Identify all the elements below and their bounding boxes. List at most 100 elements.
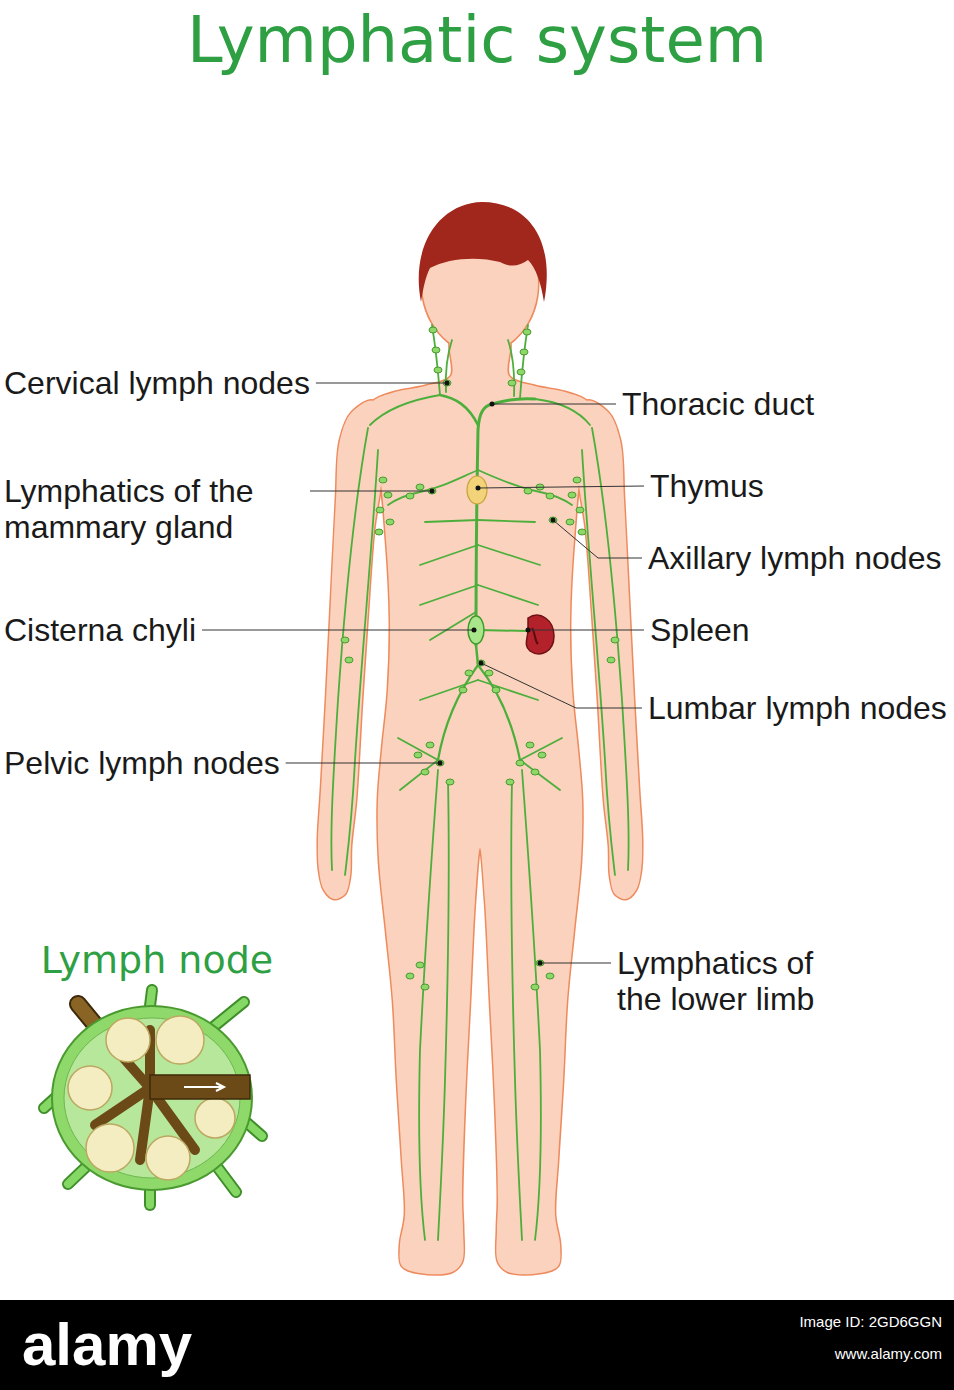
part-label: Lymphatics of the mammary gland — [4, 473, 304, 545]
lymph-node-dots — [611, 637, 619, 643]
leader-dot — [551, 518, 556, 523]
lymph-node-dots — [578, 529, 586, 535]
lymph-vessels — [520, 325, 528, 398]
lymph-vessels — [476, 399, 535, 645]
lymphoid-follicle — [156, 1016, 204, 1064]
lymph-vessels — [432, 325, 440, 395]
leader-dot — [538, 961, 543, 966]
flow-arrow — [184, 1083, 224, 1091]
image-id: Image ID: 2GD6GGN — [799, 1312, 942, 1332]
lymph-vessels — [420, 585, 478, 605]
lymph-node-dots — [386, 519, 394, 525]
lymph-node-dots — [566, 519, 574, 525]
lymph-node-dots — [341, 327, 619, 990]
lymph-vessels — [438, 665, 478, 760]
lymph-vessels — [419, 770, 438, 1240]
node-capsule — [52, 1006, 252, 1190]
part-label: Cervical lymph nodes — [4, 365, 310, 401]
leader-line — [310, 491, 432, 492]
part-label: Spleen — [650, 612, 750, 648]
leader-line — [553, 520, 642, 558]
lymphoid-follicle — [195, 1098, 235, 1138]
lymph-vessels — [511, 780, 522, 1240]
afferent-vessel — [212, 1002, 244, 1028]
lymph-node-dots — [568, 492, 576, 498]
lymph-node-dots — [508, 380, 516, 386]
body-fill — [318, 400, 382, 899]
leader-dot — [479, 661, 484, 666]
hair — [419, 202, 547, 302]
lymph-vessels — [478, 665, 520, 760]
lymph-node-dots — [531, 984, 539, 990]
lymph-node-dots — [465, 670, 473, 676]
lymph-node-dots — [376, 507, 384, 513]
lymph-node-dots — [576, 507, 584, 513]
site-url: www.alamy.com — [835, 1344, 942, 1364]
lymph-node-dots — [375, 529, 383, 535]
leader-dot — [445, 381, 450, 386]
lymph-vessels — [478, 680, 538, 700]
spleen — [526, 615, 554, 654]
leader-line — [481, 663, 642, 708]
afferent-vessel — [212, 1002, 244, 1028]
thymus — [467, 476, 487, 504]
afferent-vessel — [68, 1165, 88, 1184]
lymphoid-follicle — [86, 1124, 134, 1172]
part-label: Lumbar lymph nodes — [648, 690, 947, 726]
lymph-node-dots — [531, 769, 539, 775]
lymph-node-dots — [607, 657, 615, 663]
lymph-node-dots — [517, 369, 525, 375]
lymph-vessels — [420, 680, 478, 700]
lymph-node-dots — [384, 492, 392, 498]
leader-line — [202, 630, 474, 631]
lymph-vessels — [520, 760, 560, 790]
part-label: Thymus — [650, 468, 764, 504]
leader-dot — [472, 628, 477, 633]
body-fill — [578, 400, 642, 899]
part-label: Cisterna chyli — [4, 612, 196, 648]
lymph-node-dots — [421, 984, 429, 990]
lymph-node-dots — [477, 660, 485, 666]
leader-line — [286, 763, 440, 764]
body-outline — [578, 400, 642, 899]
afferent-vessel — [44, 990, 262, 1205]
diagram-title: Lymphatic system — [0, 2, 954, 78]
lymph-vessels — [400, 760, 438, 790]
afferent-vessel — [218, 1168, 236, 1192]
lymph-node-dots — [434, 367, 442, 373]
lymph-node-dots — [538, 752, 546, 758]
lymph-node-dots — [520, 349, 528, 355]
lymph-vessels — [345, 450, 378, 875]
lymph-vessels — [520, 738, 562, 760]
lymph-node-dots — [414, 752, 422, 758]
lymph-node-dots — [546, 973, 554, 979]
body-outline — [318, 400, 382, 899]
afferent-vessel — [150, 990, 152, 1006]
lymph-node-dots — [416, 484, 424, 490]
lymph-node-dots — [379, 477, 387, 483]
lymph-node-dots — [406, 493, 414, 499]
lymph-vessels — [388, 470, 478, 505]
leader-dot — [430, 489, 435, 494]
lymphoid-follicle — [68, 1066, 112, 1110]
afferent-vessel — [218, 1168, 236, 1192]
leader-line — [528, 630, 644, 631]
lymph-node-dots — [459, 687, 467, 693]
afferent-vessel — [150, 990, 152, 1006]
lymph-node-dots — [524, 488, 532, 494]
lymphoid-follicle — [146, 1136, 190, 1180]
lymph-vessels — [478, 585, 538, 605]
lymph-node-dots — [523, 329, 531, 335]
lymph-node-dots — [341, 637, 349, 643]
lymph-node-dots — [406, 973, 414, 979]
lymph-node-dots — [506, 779, 514, 785]
lymph-node-dots — [429, 327, 437, 333]
leader-dot — [526, 628, 531, 633]
lymph-vessels — [478, 630, 528, 631]
lymph-node-dots — [485, 670, 493, 676]
lymphoid-follicle — [106, 1018, 150, 1062]
lymph-node-dots — [573, 477, 581, 483]
afferent-vessel — [44, 990, 262, 1205]
lymph-node-dots — [426, 742, 434, 748]
